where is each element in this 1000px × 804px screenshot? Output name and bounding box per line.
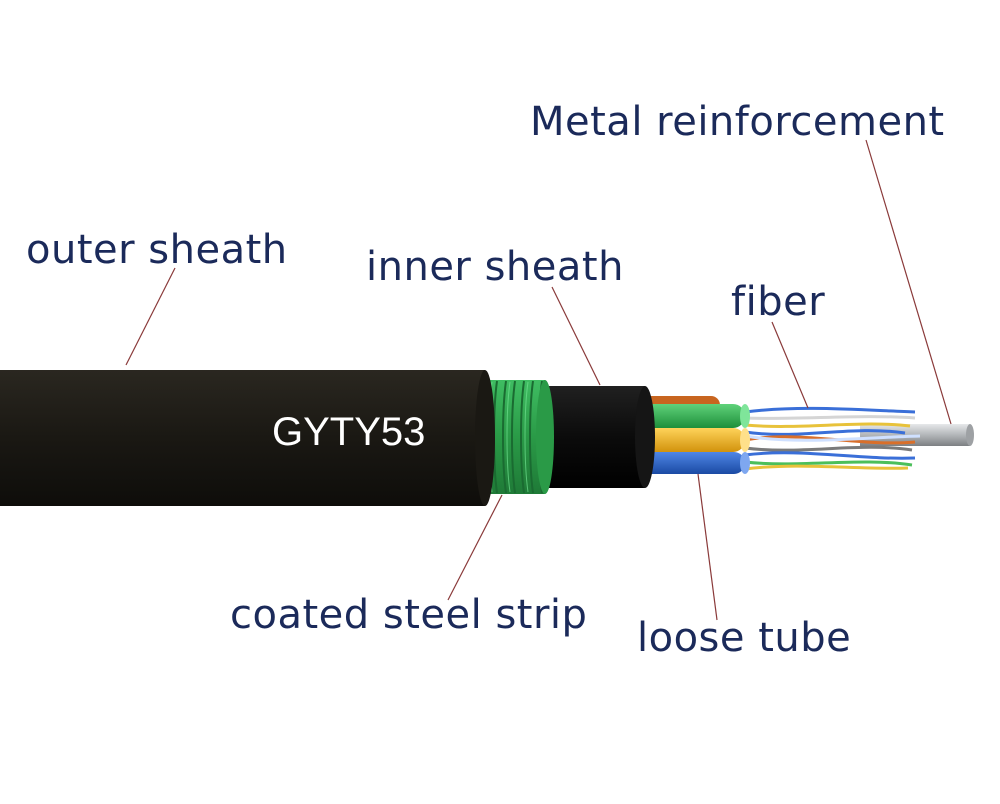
label-inner-sheath: inner sheath bbox=[366, 244, 624, 290]
label-metal-reinforcement: Metal reinforcement bbox=[530, 99, 945, 145]
label-loose-tube: loose tube bbox=[637, 615, 852, 661]
label-outer-sheath: outer sheath bbox=[26, 227, 288, 273]
label-fiber: fiber bbox=[731, 279, 826, 325]
leader-lines bbox=[125, 139, 952, 621]
inner-sheath bbox=[540, 386, 655, 488]
leader-line-inner bbox=[551, 286, 601, 386]
leader-line-metal bbox=[865, 139, 952, 425]
label-coated-steel-strip: coated steel strip bbox=[230, 592, 588, 638]
leader-line-fiber bbox=[771, 321, 809, 409]
leader-line-steel bbox=[447, 494, 503, 601]
cable-model-text: GYTY53 bbox=[272, 410, 426, 454]
leader-line-outer bbox=[125, 267, 176, 366]
outer-sheath bbox=[0, 370, 495, 506]
leader-line-loose bbox=[697, 473, 718, 621]
fibers bbox=[744, 406, 921, 471]
loose-tubes bbox=[630, 396, 750, 474]
